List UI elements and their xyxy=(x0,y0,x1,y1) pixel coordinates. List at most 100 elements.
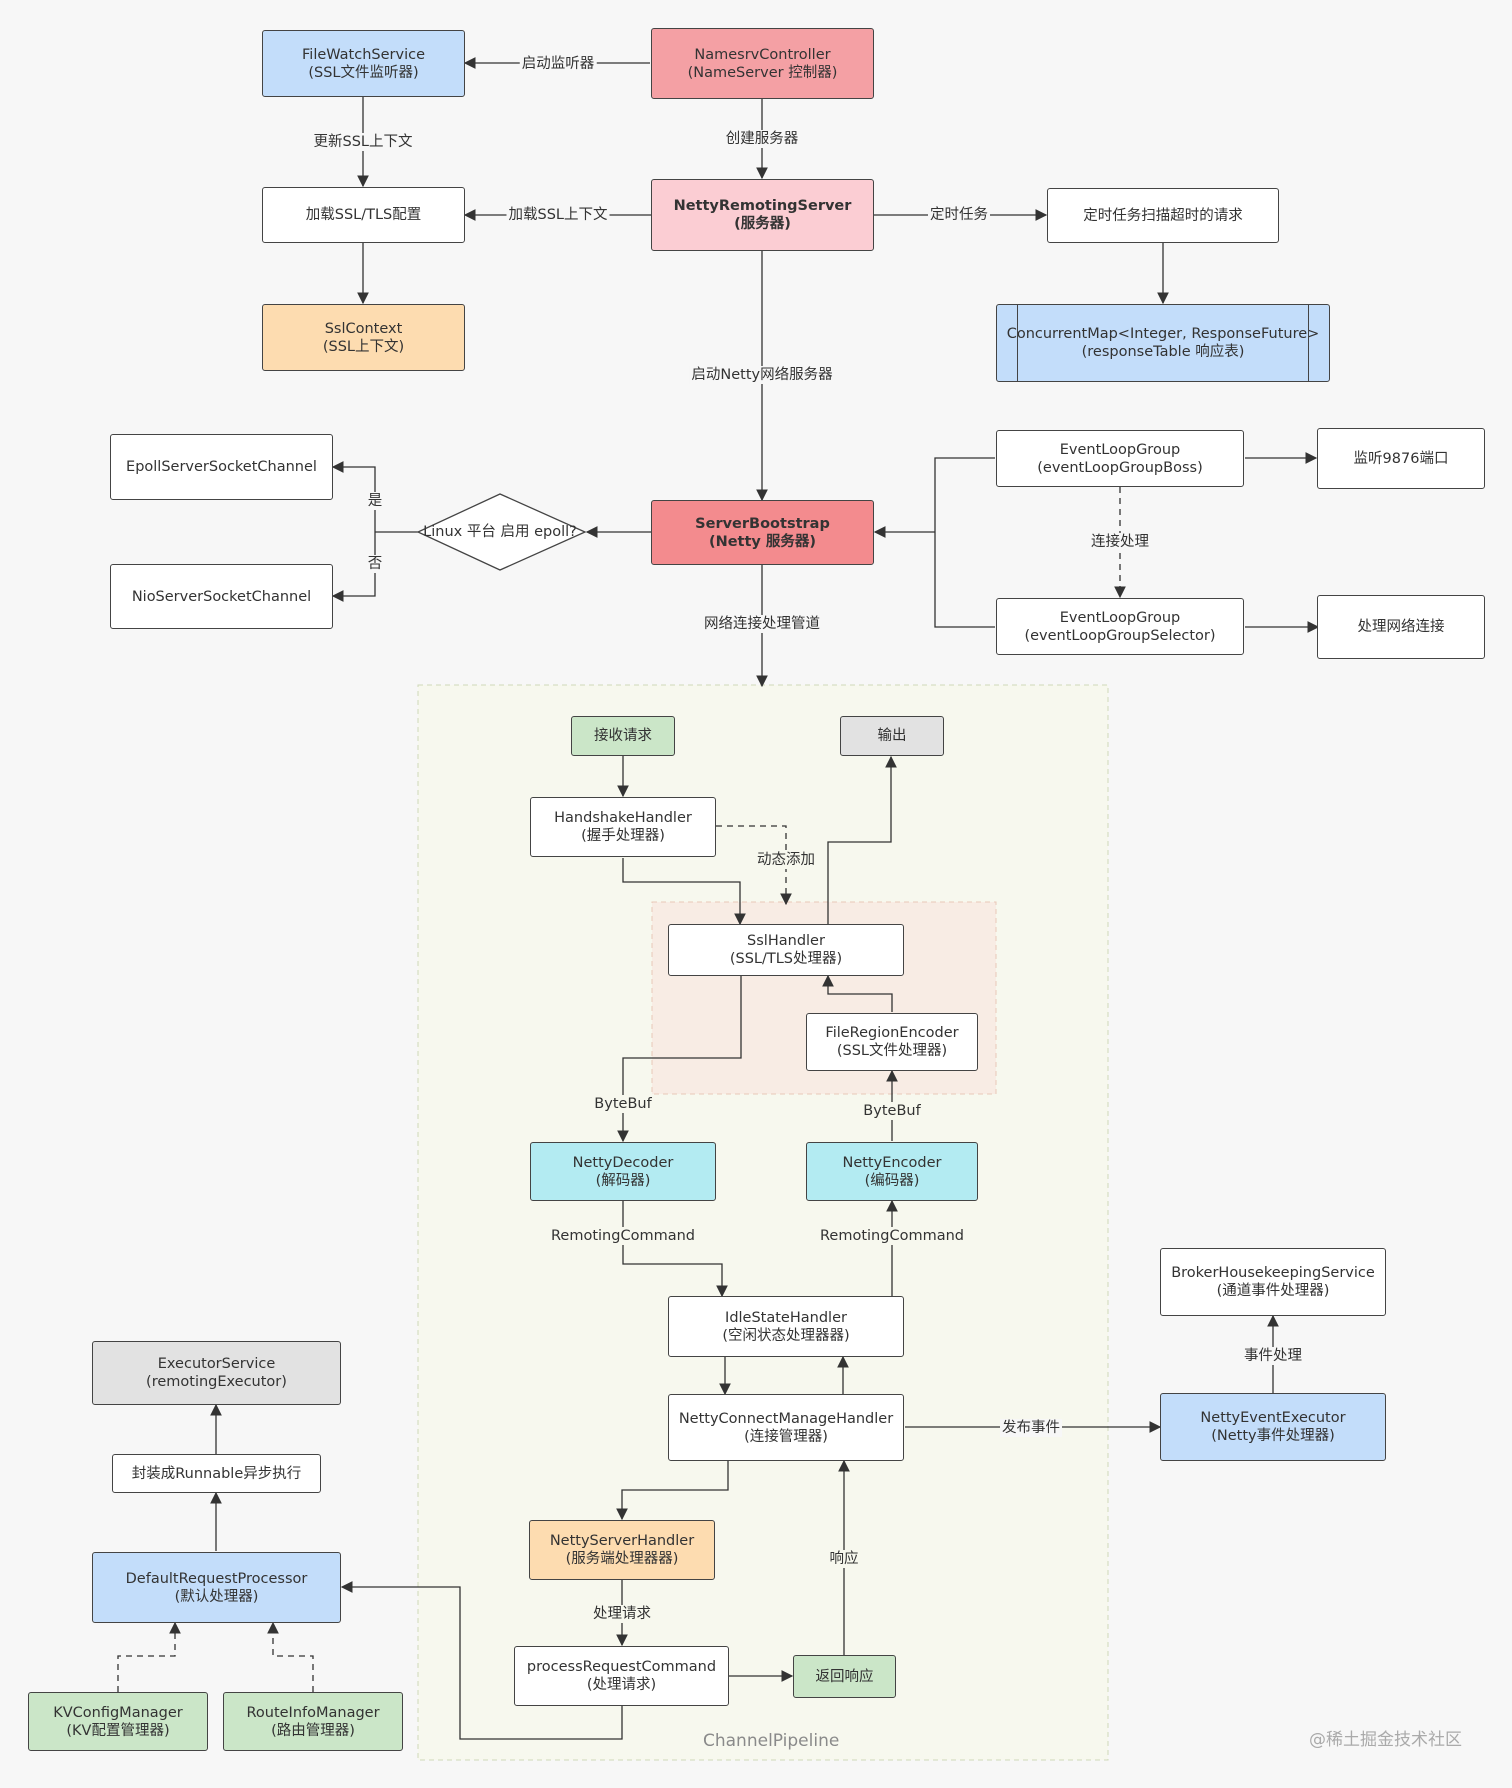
node-title: NettyServerHandler xyxy=(549,1533,695,1549)
pipeline-title: ChannelPipeline xyxy=(703,1731,840,1751)
label-no: 否 xyxy=(365,555,385,573)
nio-channel-node: NioServerSocketChannel xyxy=(110,564,333,629)
node-title: processRequestCommand xyxy=(526,1659,717,1675)
broker-housekeeping-node: BrokerHousekeepingService (通道事件处理器) xyxy=(1160,1248,1386,1316)
label-cmd-in: RemotingCommand xyxy=(549,1227,697,1245)
node-title: FileWatchService xyxy=(302,46,425,63)
node-subtitle: (eventLoopGroupSelector) xyxy=(1024,627,1216,644)
watermark: @稀土掘金技术社区 xyxy=(1309,1730,1462,1750)
label-cmd-out: RemotingCommand xyxy=(818,1227,966,1245)
node-subtitle: (路由管理器) xyxy=(271,1722,355,1739)
pipeline-container xyxy=(417,684,1109,1761)
node-subtitle: (空闲状态处理器器) xyxy=(722,1327,850,1344)
load-ssl-config-node: 加载SSL/TLS配置 xyxy=(262,187,465,243)
node-subtitle: (处理请求) xyxy=(586,1677,657,1693)
node-title: NettyRemotingServer xyxy=(673,198,852,214)
edge-fileregion-ssl xyxy=(822,974,893,1012)
node-subtitle: (服务器) xyxy=(734,216,791,232)
return-response-node: 返回响应 xyxy=(793,1655,896,1698)
label-pipeline: 网络连接处理管道 xyxy=(702,615,822,633)
process-request-command-node: processRequestCommand (处理请求) xyxy=(514,1646,729,1706)
node-title: BrokerHousekeepingService xyxy=(1171,1265,1375,1281)
node-subtitle: (编码器) xyxy=(864,1172,920,1189)
label-conn-process: 连接处理 xyxy=(1089,533,1151,551)
node-title: IdleStateHandler xyxy=(725,1309,847,1326)
node-subtitle: (remotingExecutor) xyxy=(146,1374,287,1390)
node-title: HandshakeHandler xyxy=(554,810,692,826)
label-load-ssl: 加载SSL上下文 xyxy=(506,206,610,224)
netty-server-handler-node: NettyServerHandler (服务端处理器器) xyxy=(529,1520,715,1580)
response-table-left-bar xyxy=(1017,305,1018,381)
node-subtitle: (responseTable 响应表) xyxy=(1081,344,1245,360)
node-title: FileRegionEncoder xyxy=(825,1025,959,1041)
epoll-decision-diamond xyxy=(416,493,587,571)
node-title: SslHandler xyxy=(747,933,825,949)
node-title: 返回响应 xyxy=(815,1668,874,1685)
edge-dyn-add xyxy=(716,825,792,906)
node-subtitle: (KV配置管理器) xyxy=(66,1722,170,1739)
timer-task-node: 定时任务扫描超时的请求 xyxy=(1047,188,1279,243)
node-title: NettyDecoder xyxy=(572,1154,674,1171)
netty-remoting-server-node: NettyRemotingServer (服务器) xyxy=(651,179,874,251)
edge-ssl-output xyxy=(827,755,897,924)
node-subtitle: (NameServer 控制器) xyxy=(687,64,838,81)
label-dyn-add: 动态添加 xyxy=(755,851,817,869)
edge-connmgr-serverhandler xyxy=(616,1461,729,1521)
executor-service-node: ExecutorService (remotingExecutor) xyxy=(92,1341,341,1405)
label-bytebuf-in: ByteBuf xyxy=(592,1095,654,1113)
node-title: 输出 xyxy=(877,728,907,744)
edge-kv-defproc xyxy=(117,1621,181,1692)
node-subtitle: (解码器) xyxy=(595,1172,651,1189)
edge-yes xyxy=(331,461,376,532)
node-subtitle: (SSL文件处理器) xyxy=(836,1043,948,1059)
label-update-ssl: 更新SSL上下文 xyxy=(311,133,415,151)
kv-config-manager-node: KVConfigManager (KV配置管理器) xyxy=(28,1692,208,1751)
namesrv-controller-node: NamesrvController (NameServer 控制器) xyxy=(651,28,874,99)
node-title: ConcurrentMap<Integer, ResponseFuture> xyxy=(1006,326,1320,342)
node-subtitle: (Netty 服务器) xyxy=(708,533,817,550)
label-event-handle: 事件处理 xyxy=(1242,1347,1304,1365)
node-title: EventLoopGroup xyxy=(1059,609,1181,626)
node-subtitle: (握手处理器) xyxy=(581,828,665,844)
server-bootstrap-node: ServerBootstrap (Netty 服务器) xyxy=(651,500,874,565)
epoll-decision-text: Linux 平台 启用 epoll? xyxy=(423,523,577,541)
node-subtitle: (SSL文件监听器) xyxy=(308,64,419,81)
label-bytebuf-out: ByteBuf xyxy=(861,1102,923,1120)
label-publish-event: 发布事件 xyxy=(1000,1419,1062,1437)
node-title: NettyEventExecutor xyxy=(1200,1410,1346,1426)
node-subtitle: (Netty事件处理器) xyxy=(1211,1428,1335,1444)
node-title: EpollServerSocketChannel xyxy=(126,459,317,475)
node-title: Linux 平台 xyxy=(423,524,496,540)
node-subtitle: (SSL/TLS处理器) xyxy=(729,951,843,967)
node-title: ServerBootstrap xyxy=(695,515,830,532)
node-subtitle: (eventLoopGroupBoss) xyxy=(1037,459,1203,476)
epoll-channel-node: EpollServerSocketChannel xyxy=(110,434,333,500)
node-title: ExecutorService xyxy=(157,1356,276,1372)
label-start-netty: 启动Netty网络服务器 xyxy=(689,366,835,384)
node-title: RouteInfoManager xyxy=(246,1704,380,1721)
node-title: NamesrvController xyxy=(694,46,831,63)
node-title: SslContext xyxy=(324,320,403,337)
receive-request-node: 接收请求 xyxy=(571,716,675,756)
ssl-context-node: SslContext (SSL上下文) xyxy=(262,304,465,371)
connect-manage-handler-node: NettyConnectManageHandler (连接管理器) xyxy=(668,1394,904,1461)
filewatch-service-node: FileWatchService (SSL文件监听器) xyxy=(262,30,465,97)
node-title: NettyConnectManageHandler xyxy=(678,1410,894,1427)
node-title: 加载SSL/TLS配置 xyxy=(305,207,422,223)
idle-state-handler-node: IdleStateHandler (空闲状态处理器器) xyxy=(668,1296,904,1357)
response-table-node: ConcurrentMap<Integer, ResponseFuture> (… xyxy=(996,304,1330,382)
listen-port-node: 监听9876端口 xyxy=(1317,428,1485,489)
handshake-handler-node: HandshakeHandler (握手处理器) xyxy=(530,797,716,857)
edge-handshake-ssl xyxy=(622,858,746,926)
label-response: 响应 xyxy=(827,1550,861,1568)
label-handle-req: 处理请求 xyxy=(591,1605,653,1623)
output-node: 输出 xyxy=(840,716,944,756)
node-title: 监听9876端口 xyxy=(1353,450,1449,467)
node-title: NettyEncoder xyxy=(842,1154,942,1171)
file-region-encoder-node: FileRegionEncoder (SSL文件处理器) xyxy=(806,1013,978,1071)
edge-no xyxy=(331,532,376,602)
node-title: KVConfigManager xyxy=(53,1704,183,1721)
default-request-processor-node: DefaultRequestProcessor (默认处理器) xyxy=(92,1552,341,1623)
label-create-server: 创建服务器 xyxy=(723,130,801,148)
